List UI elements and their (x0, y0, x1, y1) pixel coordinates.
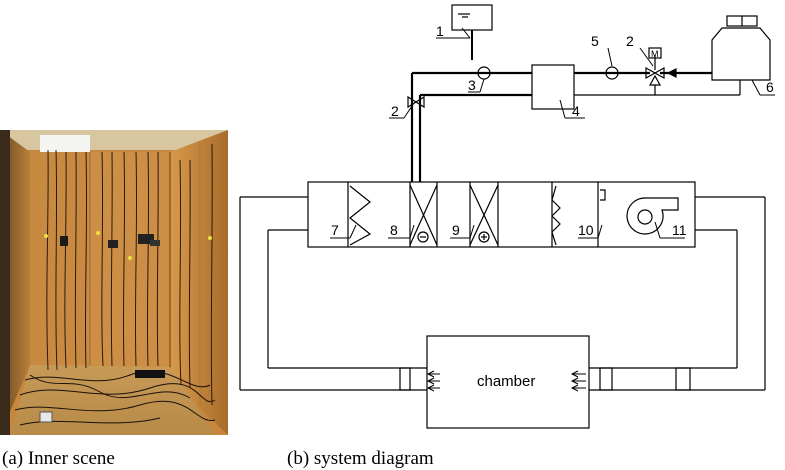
component-6-cooling-tower (712, 16, 770, 80)
label-6: 6 (766, 79, 774, 95)
ahu-unit (308, 182, 695, 247)
component-1-tank (452, 5, 492, 30)
component-4-heat-exchanger (532, 65, 574, 109)
label-11: 11 (672, 222, 687, 238)
label-9: 9 (452, 222, 460, 238)
chamber-label: chamber (477, 373, 535, 390)
label-5: 5 (591, 33, 599, 49)
label-2-left: 2 (391, 103, 399, 119)
label-8: 8 (390, 222, 398, 238)
caption-system-diagram: (b) system diagram (287, 448, 434, 470)
label-4: 4 (572, 103, 580, 119)
caption-inner-scene: (a) Inner scene (2, 448, 115, 470)
label-2-right: 2 (626, 33, 634, 49)
label-7: 7 (331, 222, 339, 238)
component-2-valve-left (408, 97, 424, 107)
component-11-fan (627, 198, 678, 234)
label-1: 1 (436, 23, 444, 39)
label-10: 10 (578, 222, 594, 238)
label-3: 3 (468, 77, 476, 93)
component-7-filter (350, 186, 370, 245)
motor-label: M (651, 49, 659, 59)
